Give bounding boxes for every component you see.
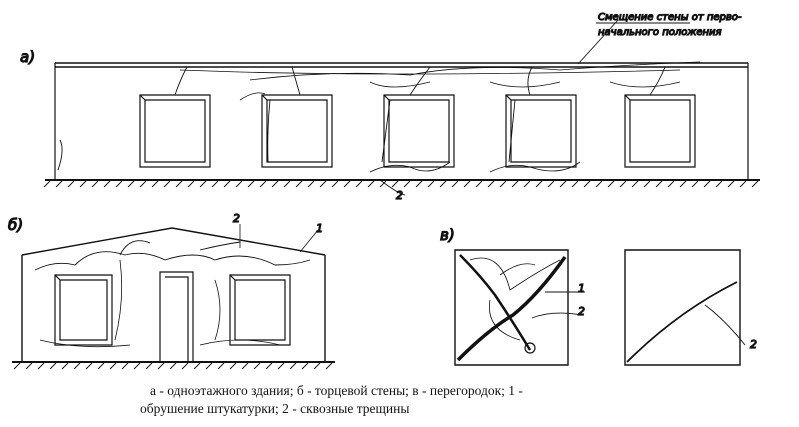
panel-a-building — [43, 19, 760, 196]
panel-b-label: б) — [8, 216, 23, 234]
panel-v-callout-3: 2 — [750, 338, 757, 351]
panel-v-partitions — [454, 249, 746, 366]
panel-a-annotation-line1: Смещение стены от перво- — [598, 12, 742, 23]
panel-b-callout-2: 2 — [233, 212, 240, 225]
panel-a-annotation-line2: начального положения — [598, 27, 722, 38]
caption-line-2: обрушение штукатурки; 2 - сквозные трещи… — [140, 401, 410, 416]
panel-a-label: а) — [20, 48, 35, 66]
panel-b-callout-1: 1 — [316, 222, 323, 235]
panel-v-callout-2: 2 — [578, 305, 585, 318]
caption-line-1: а - одноэтажного здания; б - торцевой ст… — [150, 383, 523, 398]
panel-a-callout-2: 2 — [396, 189, 403, 202]
panel-v-callout-1: 1 — [578, 282, 585, 295]
panel-b-end-wall — [12, 224, 335, 370]
panel-v-label: в) — [440, 226, 455, 244]
